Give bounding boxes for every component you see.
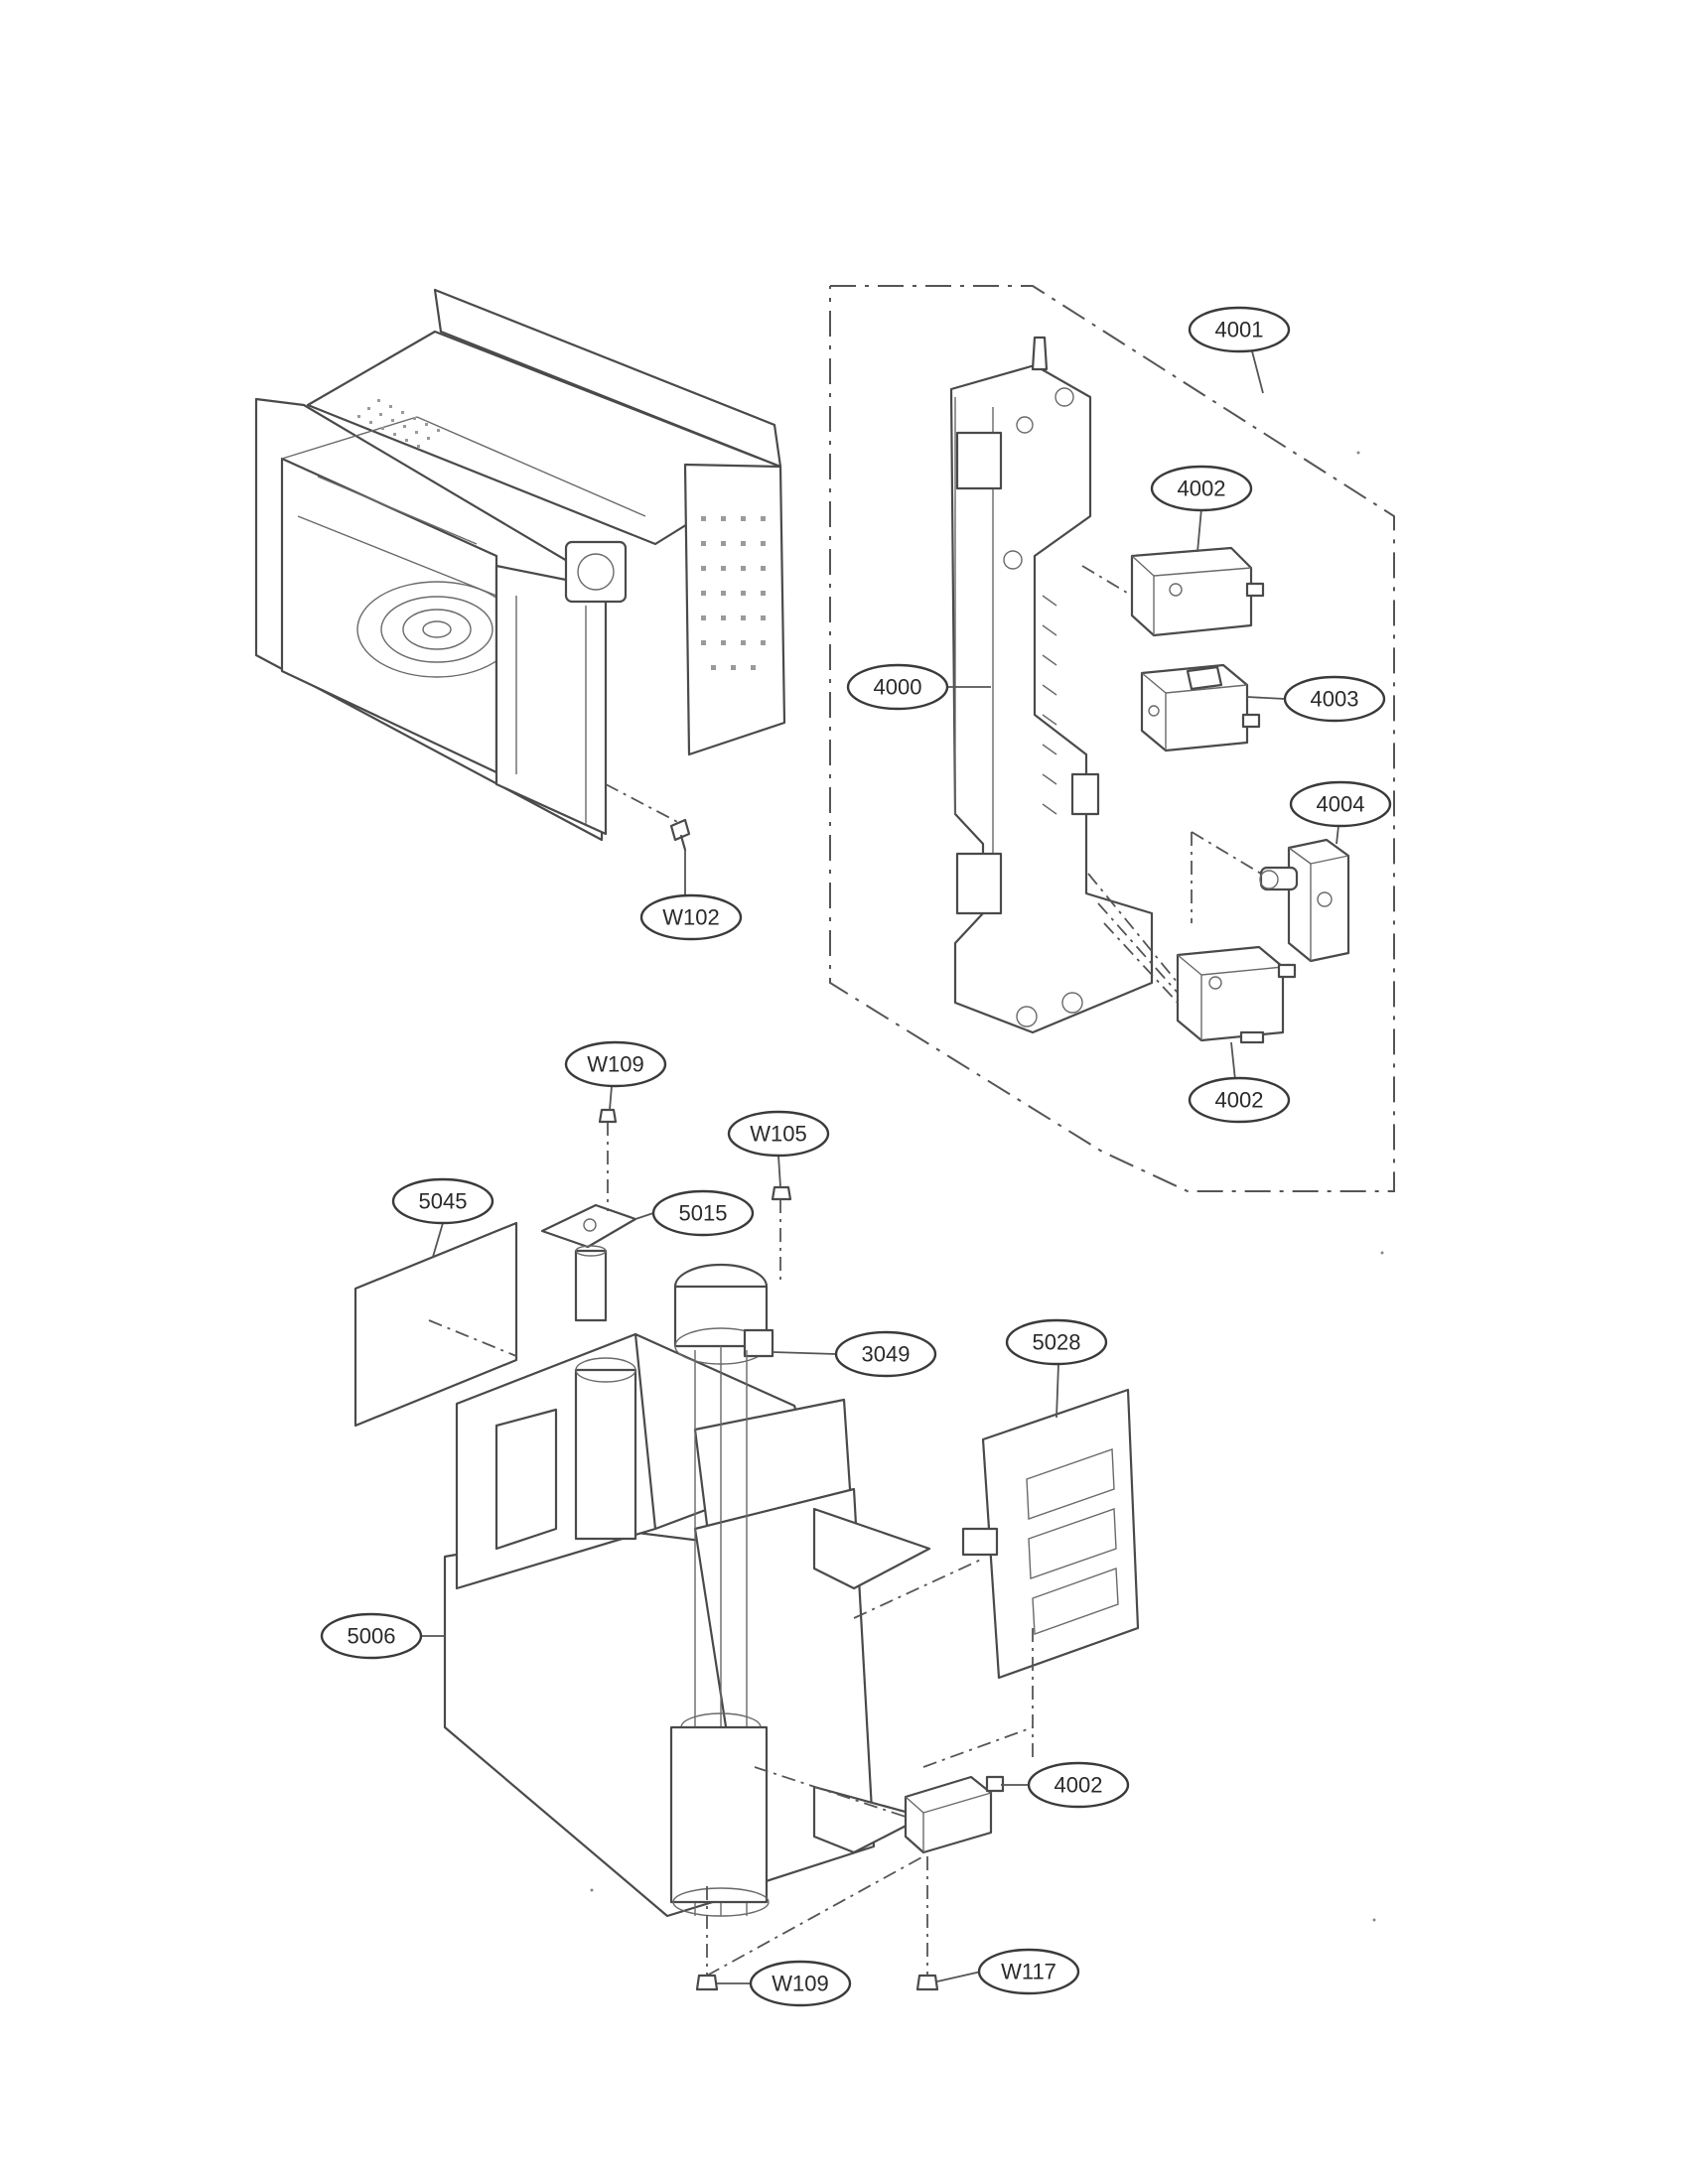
callout-label: 4004 xyxy=(1317,792,1365,817)
callout-W102: W102 xyxy=(639,850,743,941)
callout-4002-top: 4002 xyxy=(1150,465,1253,553)
callout-label: 5028 xyxy=(1033,1330,1081,1355)
interlock-assembly-group xyxy=(829,285,1395,1192)
callout-label: W109 xyxy=(772,1972,828,1996)
callout-4002-lower: 4002 xyxy=(1001,1761,1130,1809)
callout-4002-bottom-box: 4002 xyxy=(1188,1041,1291,1124)
callout-4004: 4004 xyxy=(1289,780,1392,845)
callout-label: W117 xyxy=(1001,1960,1056,1984)
callout-label: 4002 xyxy=(1055,1773,1103,1798)
callout-W109-top: W109 xyxy=(564,1040,667,1111)
callout-label: W105 xyxy=(750,1122,806,1147)
callout-W117: W117 xyxy=(936,1948,1080,1995)
callout-5015: 5015 xyxy=(634,1189,755,1237)
callout-label: 4002 xyxy=(1215,1088,1264,1113)
callout-label: 4003 xyxy=(1311,687,1359,712)
callout-label: 4000 xyxy=(874,675,922,700)
callout-5045: 5045 xyxy=(391,1177,494,1258)
callout-label: W102 xyxy=(662,905,719,930)
callout-label: 4002 xyxy=(1178,477,1226,501)
callout-3049: 3049 xyxy=(772,1330,937,1378)
callout-label: 4001 xyxy=(1215,318,1264,342)
callout-4003: 4003 xyxy=(1246,675,1386,723)
callout-label: 5006 xyxy=(348,1624,396,1649)
callout-W109-bottom: W109 xyxy=(717,1960,852,2007)
callout-label: 5015 xyxy=(679,1201,728,1226)
callout-label: W109 xyxy=(587,1052,643,1077)
callout-label: 3049 xyxy=(862,1342,911,1367)
callout-5006: 5006 xyxy=(320,1612,445,1660)
callout-W105: W105 xyxy=(727,1110,830,1188)
callout-5028: 5028 xyxy=(1005,1318,1108,1419)
callout-4000: 4000 xyxy=(846,663,991,711)
callout-4001: 4001 xyxy=(1188,306,1291,394)
fan-duct-assembly xyxy=(353,1108,1140,1991)
oven-cavity-assembly xyxy=(254,288,786,852)
callout-label: 5045 xyxy=(419,1189,468,1214)
